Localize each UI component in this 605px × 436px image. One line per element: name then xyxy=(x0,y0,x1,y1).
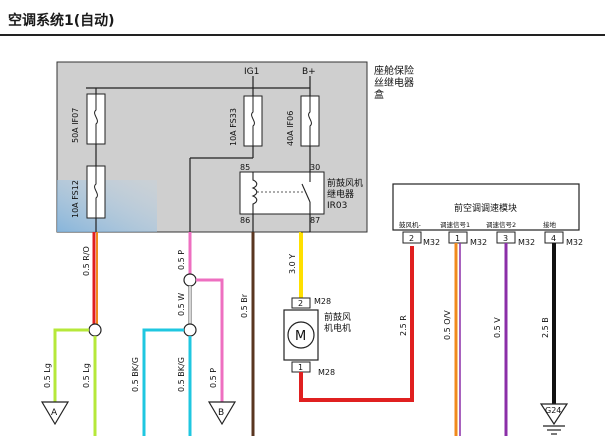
fuse-box-highlight xyxy=(57,180,157,232)
relay-coil xyxy=(251,172,258,214)
connector-b-label: B xyxy=(218,408,224,418)
wire-ro-label: 0.5 R/O xyxy=(82,246,91,276)
motor-pin-top-num: 2 xyxy=(298,299,303,308)
wire-white-label: 0.5 W xyxy=(177,293,186,316)
bus-ig1-label: IG1 xyxy=(244,67,259,77)
wire-red-module xyxy=(299,246,414,402)
module-pin-label-3: 调速信号2 xyxy=(486,220,516,229)
fuse-if06-element xyxy=(308,96,312,146)
wire-bkg-right-label: 0.5 BK/G xyxy=(177,357,186,392)
relay-name-1: 前鼓风机 xyxy=(327,177,363,189)
wire-yellow-label: 3.0 Y xyxy=(288,254,297,274)
module-pin-box-1 xyxy=(402,231,422,244)
splice-lg xyxy=(88,323,102,337)
fuse-box-label-1: 座舱保险 xyxy=(374,64,414,77)
ground-g24-triangle xyxy=(539,403,569,426)
relay-pin-30: 30 xyxy=(310,163,320,172)
wire-ov-label: 0.5 O/V xyxy=(443,310,452,340)
motor-symbol xyxy=(287,321,315,349)
motor-pin-top xyxy=(291,297,311,309)
connector-a-label: A xyxy=(51,408,58,418)
module-pin-conn-2: M32 xyxy=(470,238,487,247)
module-pin-conn-1: M32 xyxy=(423,238,440,247)
speed-module-name: 前空调调速模块 xyxy=(454,202,517,214)
wire-bkg-left-label: 0.5 BK/G xyxy=(131,357,140,392)
fuse-fs12-label: 10A FS12 xyxy=(71,180,80,218)
wire-brown-label: 0.5 Br xyxy=(240,293,249,318)
module-pin-label-2: 调速信号1 xyxy=(440,220,470,229)
module-pin-label-4: 接地 xyxy=(543,220,557,229)
module-pin-num-2: 1 xyxy=(455,234,460,243)
wire-lg-left xyxy=(53,328,89,402)
module-pin-conn-4: M32 xyxy=(566,238,583,247)
module-pin-num-1: 2 xyxy=(409,234,414,243)
module-pin-num-3: 3 xyxy=(503,234,508,243)
motor-pin-bottom-num: 1 xyxy=(298,363,303,372)
module-pin-num-4: 4 xyxy=(551,234,556,243)
splice-bkg xyxy=(183,323,197,337)
fuse-box-label-3: 盒 xyxy=(374,88,384,101)
motor-conn-top: M28 xyxy=(314,297,331,306)
splice-pink xyxy=(183,273,197,287)
motor-name-2: 机电机 xyxy=(324,322,351,334)
relay-pin-87: 87 xyxy=(310,216,320,225)
wire-violet-label: 0.5 V xyxy=(493,317,502,338)
fuse-fs12-element xyxy=(94,166,98,218)
module-pin-label-1: 鼓风机- xyxy=(399,220,422,229)
motor-conn-bottom: M28 xyxy=(318,368,335,377)
relay-pin-86: 86 xyxy=(240,216,250,225)
motor-name-1: 前鼓风 xyxy=(324,311,351,323)
module-pin-box-2 xyxy=(448,231,468,244)
relay-id: IR03 xyxy=(327,201,347,211)
connector-b-triangle xyxy=(207,401,237,426)
wire-bkg-left xyxy=(142,328,184,436)
relay-pin-85: 85 xyxy=(240,163,250,172)
fuse-fs33-element xyxy=(251,96,255,146)
wire-pink-bottom xyxy=(196,278,224,402)
relay-contact-arm xyxy=(301,183,311,203)
page-title: 空调系统1(自动) xyxy=(8,13,115,29)
ground-g24-label: G24 xyxy=(545,406,561,415)
title-underline xyxy=(0,34,605,36)
wire-lg-right-label: 0.5 Lg xyxy=(82,363,91,388)
relay-name-2: 继电器 xyxy=(327,188,354,200)
fuse-box-label-2: 丝继电器 xyxy=(374,76,414,89)
bus-bplus-label: B+ xyxy=(302,67,316,77)
wire-red-module-label: 2.5 R xyxy=(399,315,408,336)
fuse-fs33-label: 10A FS33 xyxy=(229,108,238,146)
fuse-if06-label: 40A IF06 xyxy=(286,111,295,146)
module-pin-conn-3: M32 xyxy=(518,238,535,247)
wire-pink-bottom-label: 0.5 P xyxy=(209,368,218,388)
connector-a-triangle xyxy=(40,401,70,426)
speed-module xyxy=(392,183,580,231)
wire-lg-left-label: 0.5 Lg xyxy=(43,363,52,388)
wire-black-label: 2.5 B xyxy=(541,317,550,338)
motor-symbol-letter: M xyxy=(295,329,306,344)
fuse-if07-label: 50A IF07 xyxy=(71,108,80,143)
wire-pink-top-label: 0.5 P xyxy=(177,250,186,270)
fuse-if07-element xyxy=(94,94,98,144)
